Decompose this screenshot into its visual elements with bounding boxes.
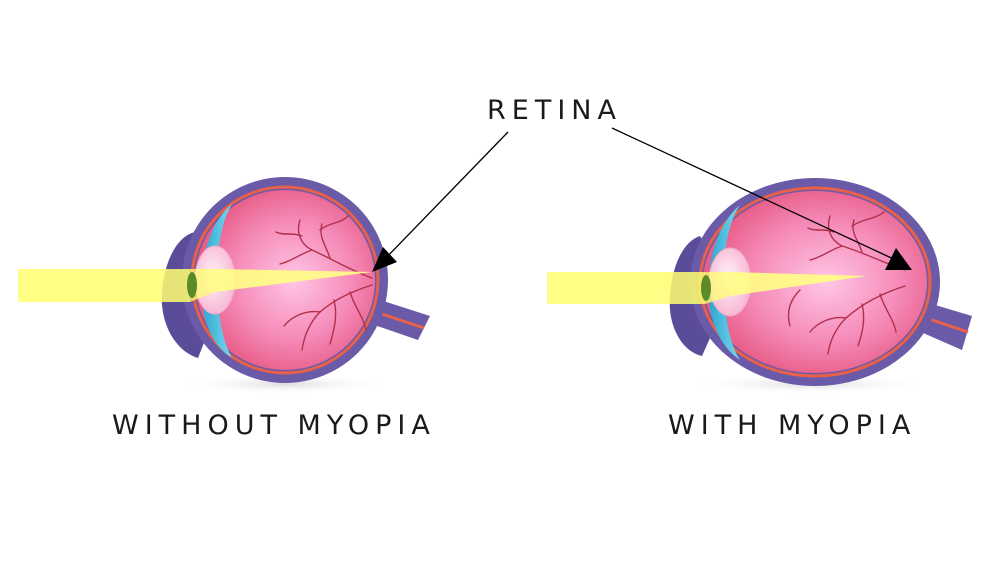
cornea [708,205,740,360]
blood-vessels [275,215,373,351]
caption-without-myopia: WITHOUT MYOPIA [112,410,436,441]
retina-pointers [372,127,912,272]
pointer-line-left [381,131,509,263]
pupil [187,272,197,298]
caption-with-myopia: WITH MYOPIA [668,410,917,441]
eye-without-myopia [18,177,430,394]
arrowhead-right [885,248,912,270]
blood-vessels [787,211,906,355]
light-beam [547,272,866,304]
pointer-line-right [611,127,901,263]
eye-with-myopia [547,178,972,394]
pupil [701,275,711,301]
retina-label: RETINA [487,95,622,126]
eye-shadow [180,374,390,394]
light-beam [18,269,372,302]
arrowhead-left [372,247,397,272]
